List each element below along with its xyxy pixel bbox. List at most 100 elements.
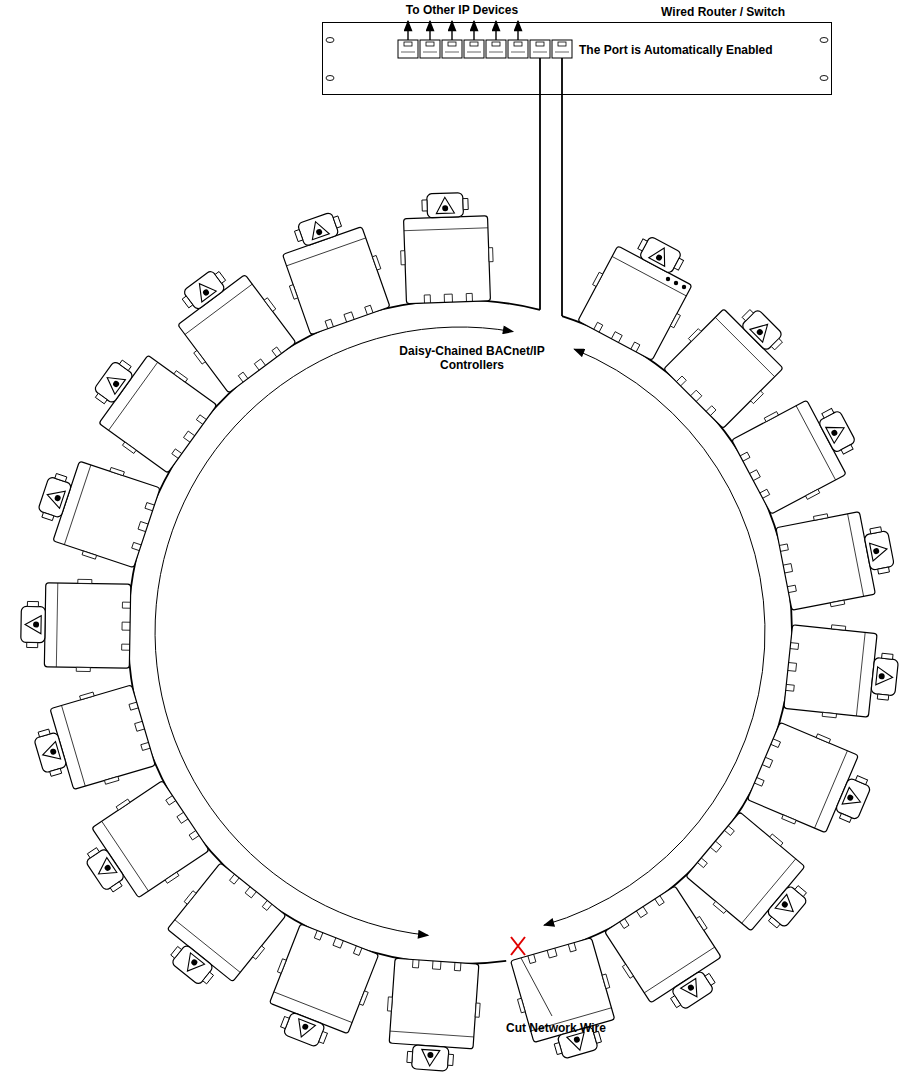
housing-band [62, 705, 86, 786]
pump-hub [33, 622, 39, 628]
side-tab [806, 489, 820, 499]
side-tab [76, 667, 90, 671]
uplink-label: To Other IP Devices [362, 3, 562, 17]
bacnet-controller [730, 385, 869, 517]
pump-fitting [95, 393, 107, 403]
rack-screw-hole [820, 38, 828, 43]
pump-head [864, 531, 894, 571]
side-tab [517, 998, 525, 1013]
pump-hub [756, 328, 764, 336]
rack-screw-hole [326, 76, 334, 81]
side-tab [688, 329, 701, 342]
pump-fitting [822, 408, 834, 418]
pump-fitting [463, 198, 468, 209]
controller-housing [44, 583, 130, 668]
pump-fitting [877, 694, 888, 700]
pump-rotor [421, 1049, 440, 1066]
port-pins [401, 52, 415, 53]
terminal-notches [697, 826, 734, 868]
bacnet-controller [160, 253, 299, 395]
pump-rotor [681, 978, 705, 1001]
pump-fitting [878, 567, 890, 574]
port-pins [533, 52, 547, 53]
pump-head [21, 606, 46, 642]
ethernet-port [464, 40, 484, 58]
terminal-notches [172, 415, 207, 459]
cut-mark [511, 937, 525, 955]
side-tab [264, 298, 276, 312]
side-tab [78, 579, 92, 583]
pump-rotor [102, 370, 126, 394]
pump-rotor [293, 1019, 316, 1040]
flow-arc [155, 327, 513, 935]
bacnet-controller [507, 937, 625, 1067]
terminal-notches [528, 943, 576, 964]
terminal-notches [740, 452, 770, 498]
pump-fitting [407, 1051, 413, 1062]
ethernet-port [530, 40, 550, 58]
pump-rotor [307, 219, 329, 240]
port-pins [467, 52, 481, 53]
terminal-notches [620, 896, 665, 929]
cut-label: Cut Network Wire [456, 1021, 656, 1035]
side-tab [813, 514, 828, 521]
pump-fitting [705, 973, 715, 985]
pump-fitting [27, 642, 38, 647]
pump-head [34, 732, 67, 773]
side-tab [289, 285, 297, 300]
port-note: The Port is Automatically Enabled [579, 43, 773, 57]
pump-rotor [870, 540, 889, 561]
pump-head [671, 970, 714, 1010]
side-tab [277, 959, 286, 973]
terminal-notches [325, 305, 373, 328]
pump-fitting [55, 473, 67, 481]
pump-rotor [826, 420, 849, 443]
pump-fitting [448, 1054, 454, 1065]
pump-hub [655, 254, 663, 262]
side-tab [602, 974, 610, 989]
uplink-arrow [473, 21, 474, 40]
pump-hub [202, 288, 210, 296]
terminal-notches [424, 293, 472, 303]
side-tab [387, 997, 392, 1011]
pump-fitting [795, 886, 807, 897]
terminal-notches [122, 602, 131, 650]
pump-head [93, 361, 134, 404]
pump-fitting [294, 230, 302, 242]
pump-fitting [182, 296, 193, 308]
pump-fitting [674, 258, 684, 270]
housing-band [56, 583, 57, 667]
pump-fitting [870, 527, 882, 534]
controller-housing [776, 512, 875, 611]
pump-rotor [25, 615, 41, 633]
pump-rotor [44, 486, 65, 508]
controller-housing [784, 625, 877, 717]
housing-band [390, 1031, 474, 1037]
rack-screw-hole [820, 76, 828, 81]
terminal-notches [594, 322, 640, 352]
controller-housing [53, 461, 160, 568]
pump-head [297, 212, 339, 247]
pump-fitting [38, 729, 50, 737]
pump-fitting [638, 239, 648, 251]
pump-hub [54, 494, 62, 502]
side-tab [764, 412, 778, 422]
bacnet-controller [574, 223, 706, 362]
ethernet-port [552, 40, 572, 58]
side-tab [116, 799, 130, 810]
terminal-notches [786, 643, 799, 692]
bacnet-controller [775, 503, 900, 614]
pump-head [741, 309, 783, 351]
pump-rotor [94, 858, 117, 882]
terminal-notches [166, 796, 199, 840]
side-tab [670, 314, 680, 328]
bacnet-controller [26, 681, 157, 800]
bacnet-controller [601, 884, 738, 1026]
terminal-notches [238, 347, 281, 382]
pump-hub [873, 548, 880, 555]
controller-housing [50, 685, 155, 790]
pump-fitting [771, 339, 782, 350]
terminal-notches [230, 874, 272, 910]
controller-housing [664, 309, 784, 429]
